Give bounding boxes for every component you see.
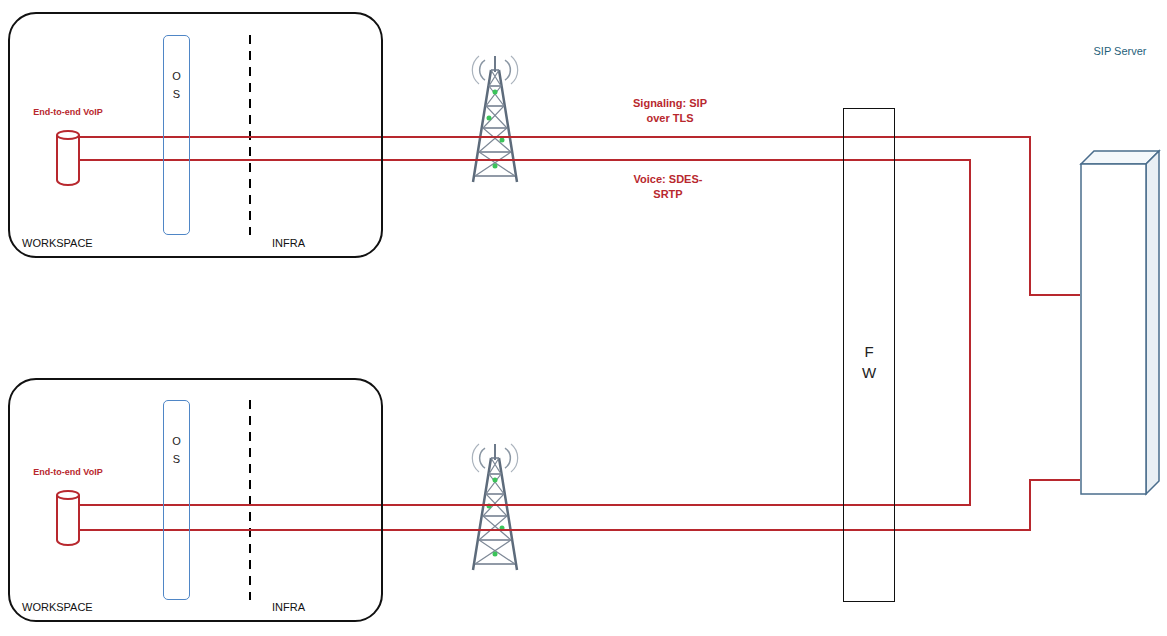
- workspace-panel: WORKSPACE INFRA End-to-end VoIP O S: [8, 12, 383, 258]
- cylinder-outline: [56, 130, 80, 185]
- cylinder-top: [57, 491, 79, 499]
- radio-tower: [472, 444, 517, 570]
- protocol-label: Voice: SDES-SRTP: [624, 172, 712, 202]
- server-label: SIP Server: [1094, 45, 1147, 58]
- server-outline: [1080, 150, 1160, 495]
- protocol-label: Signaling: SIP over TLS: [620, 96, 720, 126]
- layer-label: O S: [171, 68, 182, 103]
- cylinder-body: [57, 495, 79, 545]
- boundary-dash: [249, 35, 251, 235]
- voip-phone: End-to-end VoIP: [56, 490, 80, 545]
- zone-label: WORKSPACE: [22, 601, 93, 614]
- phone-caption: End-to-end VoIP: [33, 467, 102, 478]
- os-layer: O S: [163, 35, 190, 235]
- layer-label: O S: [171, 433, 182, 468]
- voip-link: [80, 160, 970, 505]
- boundary-dash: [249, 400, 251, 600]
- firewall-label: F W: [862, 341, 877, 383]
- radio-tower: [472, 56, 517, 182]
- cylinder-outline: [56, 490, 80, 545]
- voip-phone: End-to-end VoIP: [56, 130, 80, 185]
- server-side: [1146, 151, 1159, 494]
- zone-label: WORKSPACE: [22, 237, 93, 250]
- sip-server: SIP Server: [1080, 150, 1160, 495]
- zone-label: INFRA: [272, 237, 305, 250]
- firewall-box: F W: [843, 108, 895, 602]
- cylinder-body: [57, 135, 79, 185]
- cylinder-top: [57, 131, 79, 139]
- zone-label: INFRA: [272, 601, 305, 614]
- workspace-panel: WORKSPACE INFRA End-to-end VoIP O S: [8, 378, 383, 622]
- phone-caption: End-to-end VoIP: [33, 107, 102, 118]
- voip-link: [80, 480, 1080, 530]
- os-layer: O S: [163, 400, 190, 600]
- server-front: [1081, 164, 1146, 494]
